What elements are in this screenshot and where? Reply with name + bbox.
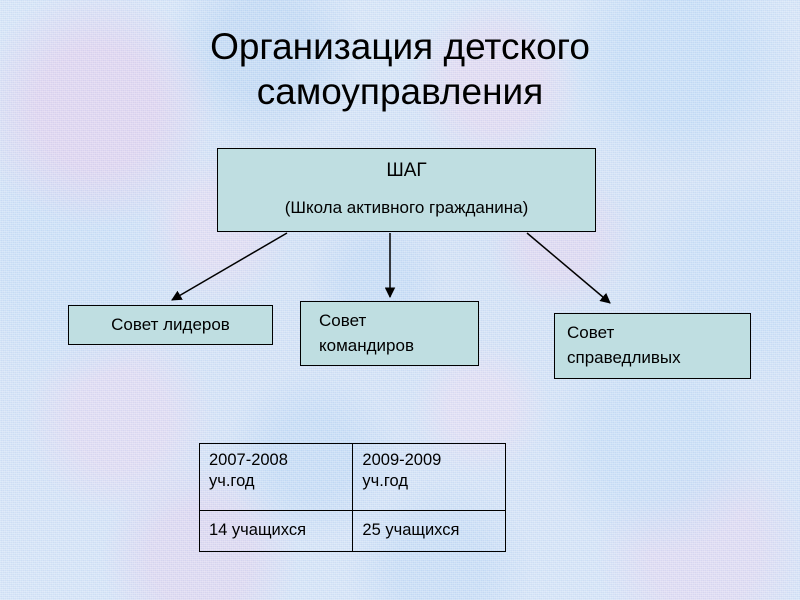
slide-title: Организация детского самоуправления xyxy=(210,26,590,113)
node-council-of-commanders[interactable]: Совет командиров xyxy=(300,301,479,366)
node-council-of-the-just[interactable]: Совет справедливых xyxy=(554,313,751,379)
node-shag-title: ШАГ xyxy=(386,160,427,182)
node-council-of-commanders-label-line1: Совет xyxy=(319,310,367,330)
table-row-headers: 2007-2008 уч.год 2009-2009 уч.год xyxy=(198,443,506,511)
table-cell-students-2009-2009: 25 учащихся xyxy=(352,510,506,552)
table-header-year-2009-2009: 2009-2009 уч.год xyxy=(352,443,506,511)
table-row-values: 14 учащихся 25 учащихся xyxy=(198,510,506,552)
node-council-of-leaders-label: Совет лидеров xyxy=(111,314,230,334)
node-council-of-the-just-label-line1: Совет xyxy=(567,323,615,343)
node-council-of-leaders[interactable]: Совет лидеров xyxy=(68,305,273,345)
node-shag-subtitle: (Школа активного гражданина) xyxy=(284,197,529,217)
table-header-year-2007-2008: 2007-2008 уч.год xyxy=(198,443,354,511)
node-council-of-commanders-label-line2: командиров xyxy=(319,335,414,355)
table-cell-students-2007-2008: 14 учащихся xyxy=(198,510,354,552)
enrollment-stats-table: 2007-2008 уч.год 2009-2009 уч.год 14 уча… xyxy=(198,443,506,552)
node-shag[interactable]: ШАГ (Школа активного гражданина) xyxy=(217,148,596,232)
node-council-of-the-just-label-line2: справедливых xyxy=(567,348,681,367)
